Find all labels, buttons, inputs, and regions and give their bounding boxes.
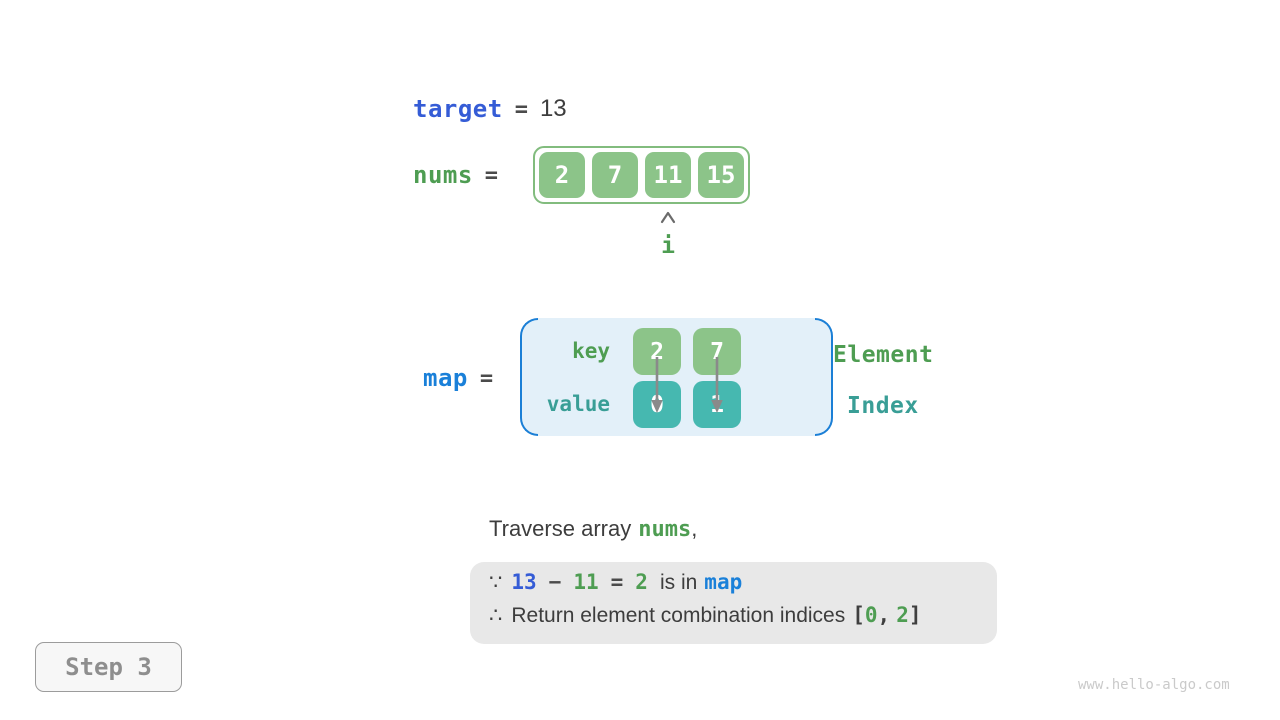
target-variable-line: target = 13 [413,95,567,123]
equation-difference: 2 [635,570,648,594]
key-to-value-arrow-icon [711,357,723,413]
array-cell-1: 7 [592,152,638,198]
target-value: 13 [539,95,567,122]
result-index-a: 0 [864,603,878,627]
conclusion-box: ∵ 13 − 11 = 2 is in map ∴ Return element… [470,562,997,644]
equation-minus-sign: − [548,570,562,594]
map-left-bracket [520,318,538,436]
result-text: Return element combination indices [511,604,846,627]
equation-equals-sign: = [610,570,624,594]
map-value-label: value [546,392,610,416]
nums-variable-line: nums = [413,161,510,189]
traverse-comma: , [691,516,698,541]
array-cell-3: 15 [698,152,744,198]
result-comma: , [877,603,891,627]
element-legend: Element [833,342,934,368]
map-code-ref: map [704,570,743,594]
therefore-line: ∴ Return element combination indices [ 0… [489,603,997,636]
equation-minuend: 13 [511,570,537,594]
because-symbol: ∵ [489,571,503,594]
traverse-text: Traverse array [489,516,632,541]
site-watermark: www.hello-algo.com [1078,677,1230,693]
because-line: ∵ 13 − 11 = 2 is in map [489,570,997,603]
traverse-nums-code: nums [638,517,692,542]
array-cell-0: 2 [539,152,585,198]
nums-array: 2 7 11 15 [533,146,750,204]
traverse-caption: Traverse array nums , [489,516,697,542]
step-badge[interactable]: Step 3 [35,642,182,692]
therefore-symbol: ∴ [489,604,503,627]
result-bracket-open: [ [852,603,865,627]
pointer-i-label: i [661,233,675,259]
map-equals-sign: = [479,365,494,391]
map-name: map [423,364,468,392]
result-bracket-close: ] [908,603,922,627]
array-cell-2: 11 [645,152,691,198]
index-legend: Index [847,393,919,419]
equation-subtrahend: 11 [573,570,599,594]
target-equals-sign: = [514,96,528,122]
result-index-b: 2 [896,603,909,627]
map-container: key value 2 7 0 1 [520,318,833,436]
nums-equals-sign: = [484,162,499,188]
map-key-label: key [572,339,610,363]
target-name: target [413,95,503,123]
map-right-bracket [815,318,833,436]
is-in-text: is in [659,571,698,594]
nums-name: nums [413,161,473,189]
key-to-value-arrow-icon [651,357,663,413]
map-variable-line: map = [423,364,505,392]
pointer-caret-icon [660,211,676,224]
